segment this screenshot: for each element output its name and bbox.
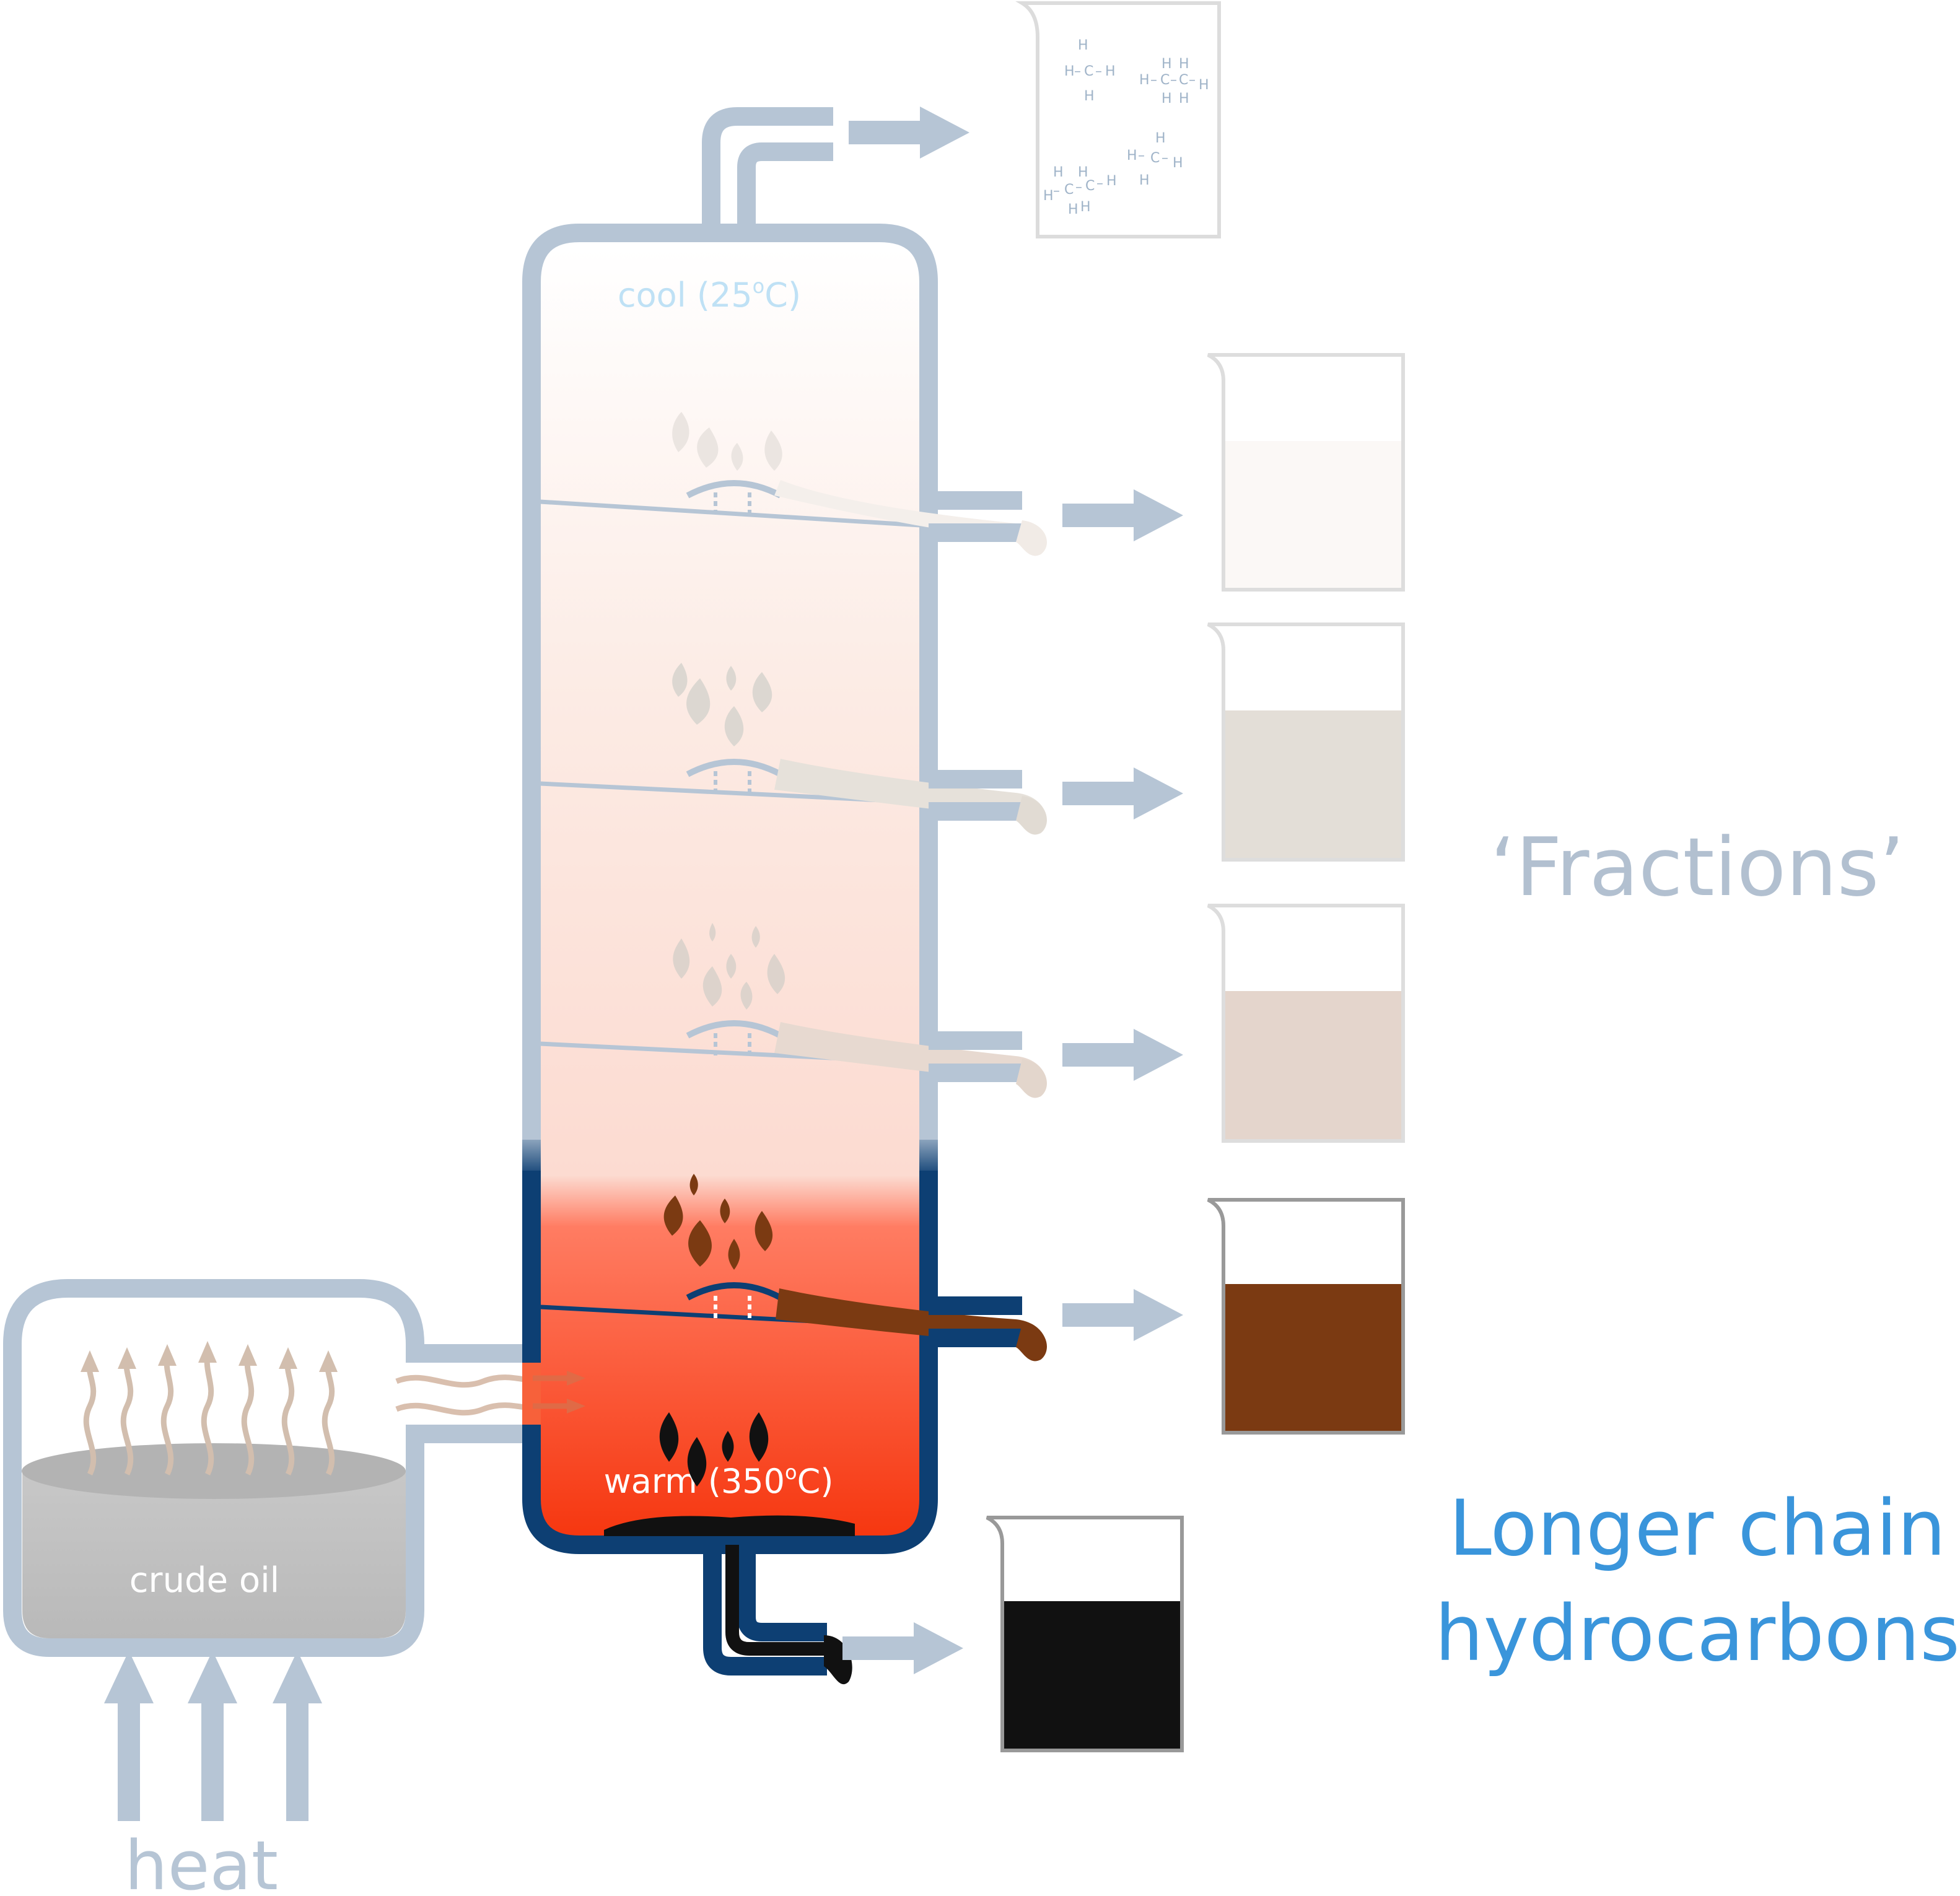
feed-pipe bbox=[395, 1344, 571, 1443]
bottom-outlet-pipe bbox=[703, 1545, 827, 1675]
warm-label: warm (350oC) bbox=[604, 1461, 834, 1501]
tray-1 bbox=[540, 412, 1047, 556]
tray-2 bbox=[540, 663, 1047, 835]
beaker-4 bbox=[1207, 1198, 1405, 1435]
svg-text:H: H bbox=[1139, 173, 1150, 188]
boiler: crude oil bbox=[3, 1279, 424, 1657]
svg-text:H: H bbox=[1068, 202, 1078, 217]
drain-stream bbox=[776, 1288, 1047, 1361]
svg-text:–: – bbox=[1138, 148, 1145, 164]
beaker-1 bbox=[1207, 353, 1405, 592]
residue-droplets bbox=[659, 1412, 769, 1487]
svg-text:H: H bbox=[1199, 77, 1209, 93]
svg-text:C: C bbox=[1085, 178, 1095, 194]
svg-text:H: H bbox=[1080, 199, 1091, 215]
svg-text:H: H bbox=[1139, 72, 1150, 88]
crude-oil-liquid bbox=[22, 1454, 406, 1638]
svg-text:–: – bbox=[1189, 72, 1196, 88]
heat-label: heat bbox=[125, 1826, 278, 1896]
svg-text:C: C bbox=[1150, 151, 1160, 166]
svg-text:C: C bbox=[1160, 72, 1170, 88]
svg-text:H: H bbox=[1106, 173, 1117, 189]
svg-text:C: C bbox=[1064, 182, 1074, 198]
arrow-right-icon bbox=[842, 1622, 963, 1674]
heat-arrows bbox=[104, 1651, 322, 1821]
beaker-3 bbox=[1207, 904, 1405, 1143]
beaker-2 bbox=[1207, 623, 1405, 862]
svg-text:H: H bbox=[1179, 91, 1189, 107]
svg-text:H: H bbox=[1127, 148, 1137, 164]
droplets bbox=[672, 412, 782, 471]
distillation-column: cool (25oC) warm (350oC) bbox=[522, 224, 938, 1554]
vapour-arrowheads bbox=[81, 1341, 338, 1372]
tray-4 bbox=[540, 1174, 1047, 1361]
cool-label: cool (25oC) bbox=[618, 274, 801, 315]
svg-text:H: H bbox=[1155, 131, 1166, 146]
heat-arrow-icon bbox=[273, 1651, 322, 1821]
column-interior bbox=[540, 242, 920, 1536]
svg-text:–: – bbox=[1053, 183, 1060, 199]
longer-chain-label: Longer chain bbox=[1449, 1484, 1946, 1573]
droplets bbox=[663, 1174, 773, 1270]
arrow-right-icon bbox=[1062, 1029, 1183, 1081]
droplets bbox=[673, 923, 785, 1010]
heat-arrow-icon bbox=[188, 1651, 237, 1821]
svg-text:H: H bbox=[1064, 64, 1075, 79]
crude-oil-label: crude oil bbox=[129, 1560, 279, 1601]
svg-text:H: H bbox=[1084, 89, 1095, 104]
arrow-right-icon bbox=[1062, 1289, 1183, 1341]
svg-text:H: H bbox=[1053, 165, 1064, 180]
svg-text:–: – bbox=[1095, 64, 1102, 79]
svg-text:–: – bbox=[1074, 64, 1081, 79]
drain-stream bbox=[774, 759, 1047, 835]
vapour-wisps bbox=[83, 1353, 335, 1476]
svg-text:H: H bbox=[1162, 56, 1172, 72]
drain-stream bbox=[774, 480, 1047, 556]
svg-text:–: – bbox=[1096, 176, 1103, 191]
drain-stream bbox=[774, 1022, 1047, 1098]
svg-text:H: H bbox=[1179, 56, 1189, 72]
droplets bbox=[672, 663, 772, 746]
arrow-right-icon bbox=[1062, 489, 1183, 541]
top-outlet-pipe bbox=[702, 107, 833, 233]
svg-text:–: – bbox=[1075, 180, 1082, 195]
svg-text:H: H bbox=[1105, 64, 1116, 79]
svg-text:–: – bbox=[1150, 72, 1157, 88]
svg-text:H: H bbox=[1162, 91, 1172, 107]
beaker-5 bbox=[986, 1516, 1184, 1752]
svg-text:H: H bbox=[1043, 188, 1054, 204]
svg-text:C: C bbox=[1179, 72, 1188, 88]
residue-pool bbox=[604, 1515, 855, 1536]
svg-text:H: H bbox=[1173, 155, 1183, 171]
hydrocarbons-label: hydrocarbons bbox=[1435, 1589, 1960, 1679]
svg-text:H: H bbox=[1078, 165, 1088, 180]
svg-text:C: C bbox=[1084, 64, 1093, 79]
fractions-label: ‘Fractions’ bbox=[1490, 820, 1904, 914]
arrow-right-icon bbox=[849, 107, 969, 159]
svg-text:–: – bbox=[1170, 72, 1177, 88]
crude-oil-surface bbox=[22, 1443, 406, 1499]
column-wall-upper bbox=[522, 224, 938, 1164]
heat-arrow-icon bbox=[104, 1651, 154, 1821]
svg-text:H: H bbox=[1078, 38, 1088, 53]
tray-3 bbox=[540, 923, 1047, 1098]
svg-text:–: – bbox=[1162, 151, 1168, 166]
arrow-right-icon bbox=[1062, 767, 1183, 819]
